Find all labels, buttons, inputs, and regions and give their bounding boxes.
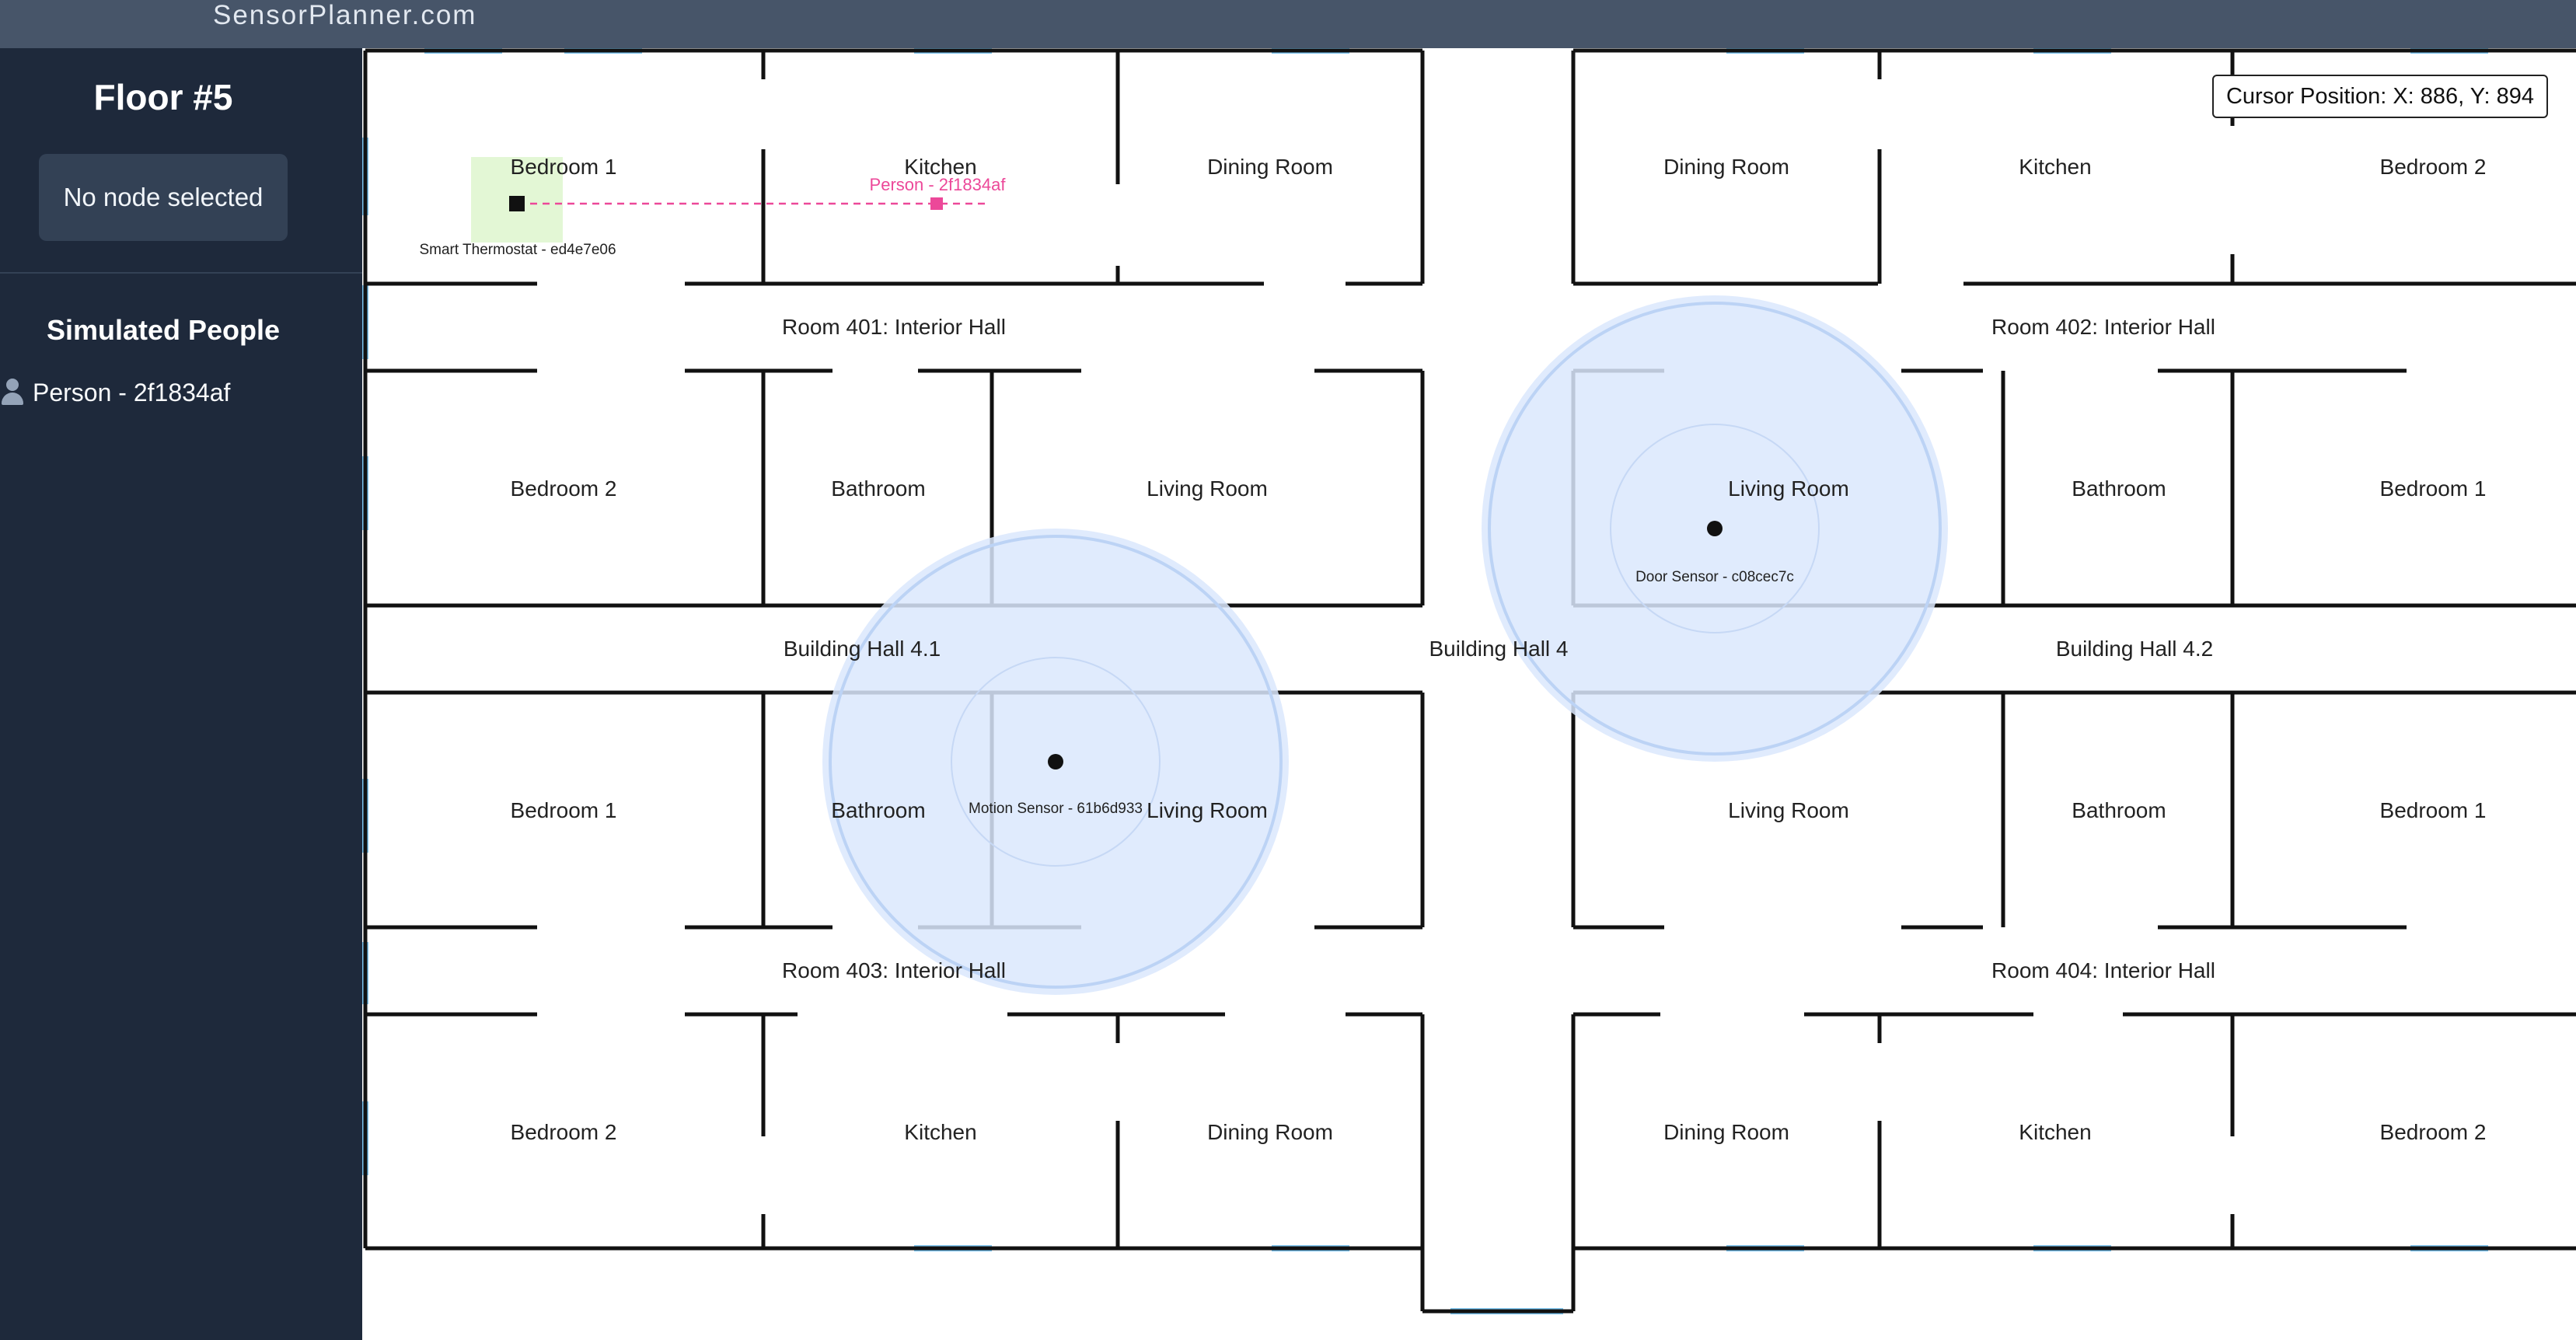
person-list-item[interactable]: Person - 2f1834af [0, 373, 230, 412]
person-marker[interactable] [930, 197, 943, 210]
selected-node-panel: No node selected [39, 154, 288, 241]
room-label: Building Hall 4 [1429, 637, 1569, 661]
floor-plan-canvas[interactable]: Bedroom 1 Kitchen Dining Room Dining Roo… [362, 48, 2576, 1340]
windows [362, 48, 2488, 1314]
room-label: Bathroom [2072, 476, 2166, 501]
room-label: Room 401: Interior Hall [782, 315, 1006, 339]
room-label: Kitchen [2019, 1120, 2091, 1144]
thermostat-node[interactable] [509, 196, 525, 211]
room-label: Bedroom 1 [2380, 476, 2487, 501]
room-label: Dining Room [1207, 155, 1333, 179]
room-label: Bedroom 2 [2380, 155, 2487, 179]
room-label: Bedroom 1 [511, 798, 617, 822]
person-list-item-label: Person - 2f1834af [33, 379, 231, 407]
person-label: Person - 2f1834af [870, 175, 1007, 194]
room-label: Dining Room [1663, 155, 1789, 179]
room-label: Kitchen [904, 155, 976, 179]
room-label: Room 403: Interior Hall [782, 958, 1006, 982]
motion-sensor-label: Motion Sensor - 61b6d933 [969, 801, 1143, 817]
brand-logo-text[interactable]: SensorPlanner.com [213, 0, 477, 30]
thermostat-label: Smart Thermostat - ed4e7e06 [419, 242, 616, 258]
person-icon [0, 377, 26, 408]
sidebar: Floor #5 No node selected Simulated Peop… [0, 48, 362, 1340]
room-label: Bedroom 2 [2380, 1120, 2487, 1144]
room-label: Dining Room [1663, 1120, 1789, 1144]
simulated-people-title: Simulated People [46, 314, 281, 346]
room-label: Living Room [1147, 476, 1268, 501]
room-label: Living Room [1728, 476, 1849, 501]
door-sensor-node[interactable] [1707, 521, 1723, 536]
room-label: Dining Room [1207, 1120, 1333, 1144]
room-label: Bedroom 1 [511, 155, 617, 179]
door-sensor-label: Door Sensor - c08cec7c [1635, 569, 1794, 585]
room-label: Room 404: Interior Hall [1991, 958, 2215, 982]
top-bar: SensorPlanner.com [0, 0, 2576, 48]
cursor-position-readout: Cursor Position: X: 886, Y: 894 [2212, 75, 2548, 118]
room-label: Building Hall 4.1 [784, 637, 941, 661]
room-label: Bedroom 2 [511, 1120, 617, 1144]
motion-sensor-node[interactable] [1048, 754, 1063, 769]
room-label: Bathroom [831, 476, 925, 501]
walls [363, 48, 2576, 1314]
room-label: Room 402: Interior Hall [1991, 315, 2215, 339]
sidebar-divider [0, 272, 362, 274]
room-label: Building Hall 4.2 [2056, 637, 2213, 661]
room-label: Bathroom [831, 798, 925, 822]
room-label: Living Room [1147, 798, 1268, 822]
room-label: Bedroom 1 [2380, 798, 2487, 822]
room-label: Kitchen [904, 1120, 976, 1144]
floor-title: Floor #5 [93, 77, 233, 117]
room-label: Bathroom [2072, 798, 2166, 822]
room-label: Living Room [1728, 798, 1849, 822]
room-label: Bedroom 2 [511, 476, 617, 501]
room-label: Kitchen [2019, 155, 2091, 179]
